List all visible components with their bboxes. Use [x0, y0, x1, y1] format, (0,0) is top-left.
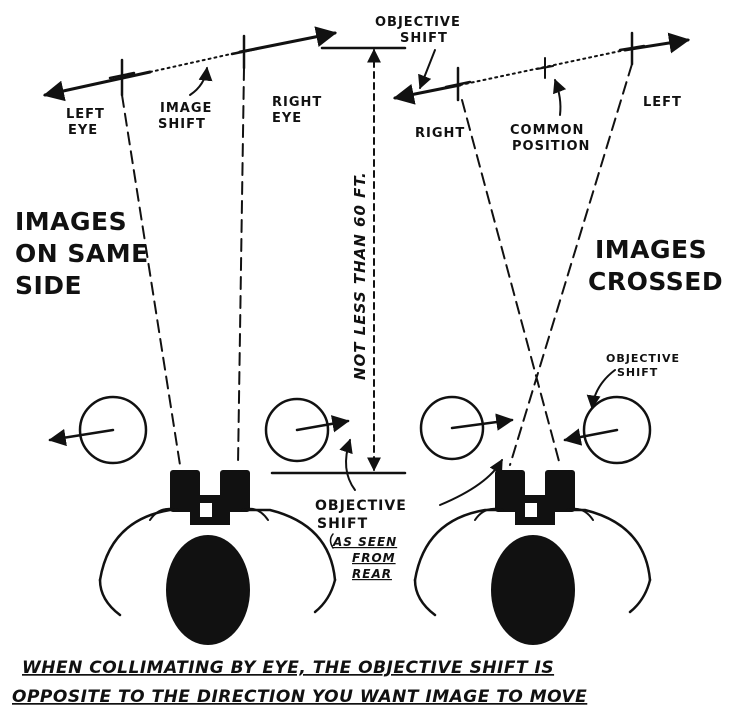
objective-shift-top-arrow: [418, 49, 436, 90]
as-seen-label-2: FROM: [352, 551, 396, 565]
objective-shift-right-label-2: SHIFT: [617, 366, 658, 379]
distance-marker: [270, 46, 407, 475]
left-target-axis: [42, 26, 338, 102]
images-crossed-label-1: IMAGES: [595, 235, 707, 264]
objective-shift-right-label-1: OBJECTIVE: [606, 352, 680, 365]
images-same-side-label-1: IMAGES: [15, 207, 127, 236]
image-circles: [48, 395, 652, 465]
caption-line-1: WHEN COLLIMATING BY EYE, THE OBJECTIVE S…: [22, 658, 554, 678]
common-position-arrow: [553, 78, 567, 116]
images-same-side-label-3: SIDE: [15, 271, 82, 300]
objective-shift-top-label-1: OBJECTIVE: [375, 15, 461, 30]
left-label: LEFT: [643, 95, 682, 110]
objective-shift-bottom-label-2: SHIFT: [317, 516, 368, 532]
right-eye-label-1: RIGHT: [272, 95, 322, 110]
right-eye-label-2: EYE: [272, 111, 302, 126]
image-shift-label-2: SHIFT: [158, 117, 206, 132]
images-crossed-label-2: CROSSED: [588, 267, 723, 296]
left-eye-label-1: LEFT: [66, 107, 105, 122]
images-same-side-label-2: ON SAME: [15, 239, 149, 268]
common-position-label-2: POSITION: [512, 139, 590, 154]
objective-shift-pointers: [339, 369, 616, 506]
observer-left: [98, 470, 337, 645]
common-position-label-1: COMMON: [510, 123, 584, 138]
as-seen-label-3: REAR: [352, 567, 392, 581]
image-shift-label-1: IMAGE: [160, 101, 212, 116]
left-eye-label-2: EYE: [68, 123, 98, 138]
sight-lines: [121, 63, 633, 466]
objective-shift-bottom-label-1: OBJECTIVE: [315, 498, 407, 514]
right-target-axis: [392, 31, 691, 105]
distance-label: NOT LESS THAN 60 FT.: [351, 171, 369, 380]
image-shift-arrow: [189, 66, 213, 96]
observer-right: [413, 470, 652, 645]
right-label: RIGHT: [415, 126, 465, 141]
objective-shift-top-label-2: SHIFT: [400, 31, 448, 46]
as-seen-label-1: AS SEEN: [332, 535, 397, 549]
caption-line-2: OPPOSITE TO THE DIRECTION YOU WANT IMAGE…: [12, 687, 587, 707]
